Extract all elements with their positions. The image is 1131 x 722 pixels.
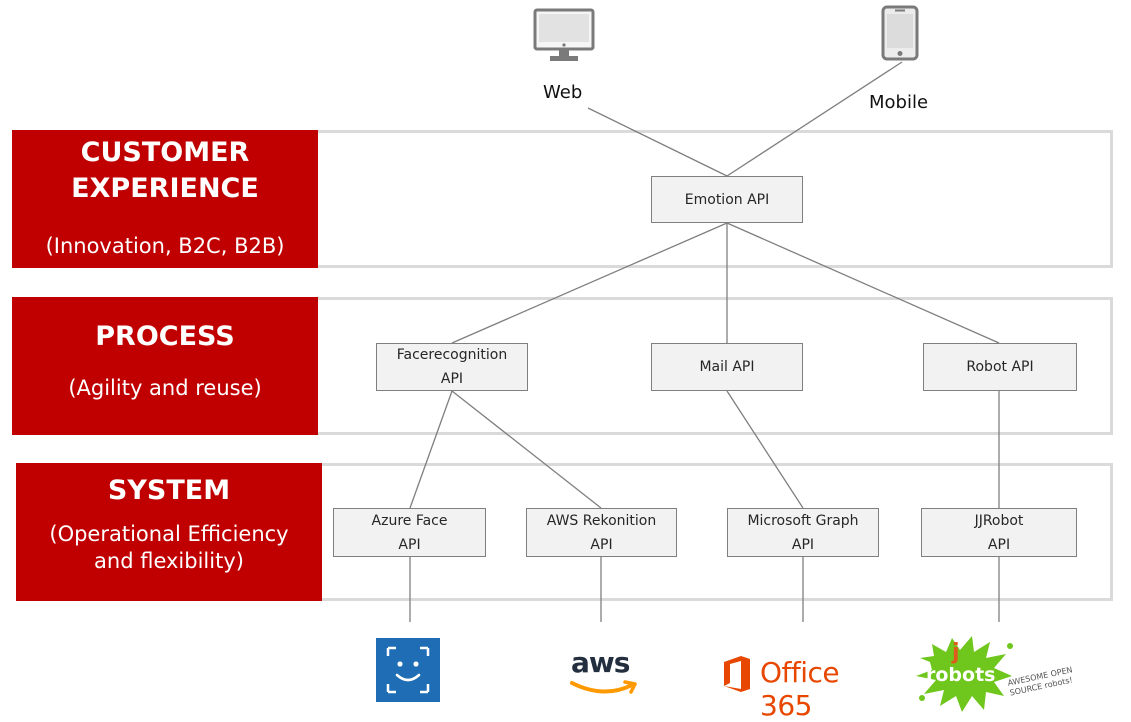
desktop-monitor-icon [533,8,595,61]
system-subtitle: (Operational Efficiency and flexibility) [49,522,289,573]
system-title: SYSTEM [107,475,231,506]
process-subtitle: (Agility and reuse) [68,376,262,400]
emotion-api-box: Emotion API [651,176,803,223]
jjrobots-wordmark: robots [926,664,996,686]
customer-experience-subtitle: (Innovation, B2C, B2B) [45,234,285,258]
device-label-web: Web [543,82,583,103]
mail-api-box: Mail API [651,343,803,391]
connector-mobile-emotion [726,61,903,177]
aws-rekognition-api-box: AWS Rekonition API [526,508,677,557]
jjrobot-api-box: JJRobot API [921,508,1077,557]
connector-mail-graph [726,390,804,509]
smartphone-icon [881,5,919,61]
office-365-text: Office 365 [760,656,840,722]
device-label-mobile: Mobile [869,92,929,113]
connector-web-emotion [587,107,728,177]
azure-face-api-box: Azure Face API [333,508,486,557]
microsoft-graph-api-box: Microsoft Graph API [727,508,879,557]
aws-logo-text: aws [571,646,630,679]
process-title: PROCESS [95,321,235,352]
connector-facerecognition-azure [409,390,453,509]
customer-experience-title: CUSTOMER EXPERIENCE [71,137,259,204]
connector-emotion-facerecognition [451,222,728,344]
aws-smile-arrow-icon [570,680,637,694]
robot-api-box: Robot API [923,343,1077,391]
connector-facerecognition-aws [451,390,602,509]
connector-emotion-robot [726,222,1000,344]
aws-logo: aws [566,646,642,702]
facerecognition-api-box: Facerecognition API [376,343,528,391]
office-icon [724,656,750,692]
jjrobots-splash-icon [916,636,1013,712]
customer-experience-label: CUSTOMER EXPERIENCE (Innovation, B2C, B2… [12,130,318,268]
office-365-logo: Office 365 [722,654,884,722]
jjrobots-letter: j [952,640,960,665]
jjrobots-logo: j robots AWESOME OPEN SOURCE robots! [912,632,1092,714]
system-label: SYSTEM (Operational Efficiency and flexi… [16,463,322,601]
process-label: PROCESS (Agility and reuse) [12,297,318,435]
azure-face-smiley-icon [376,638,440,702]
